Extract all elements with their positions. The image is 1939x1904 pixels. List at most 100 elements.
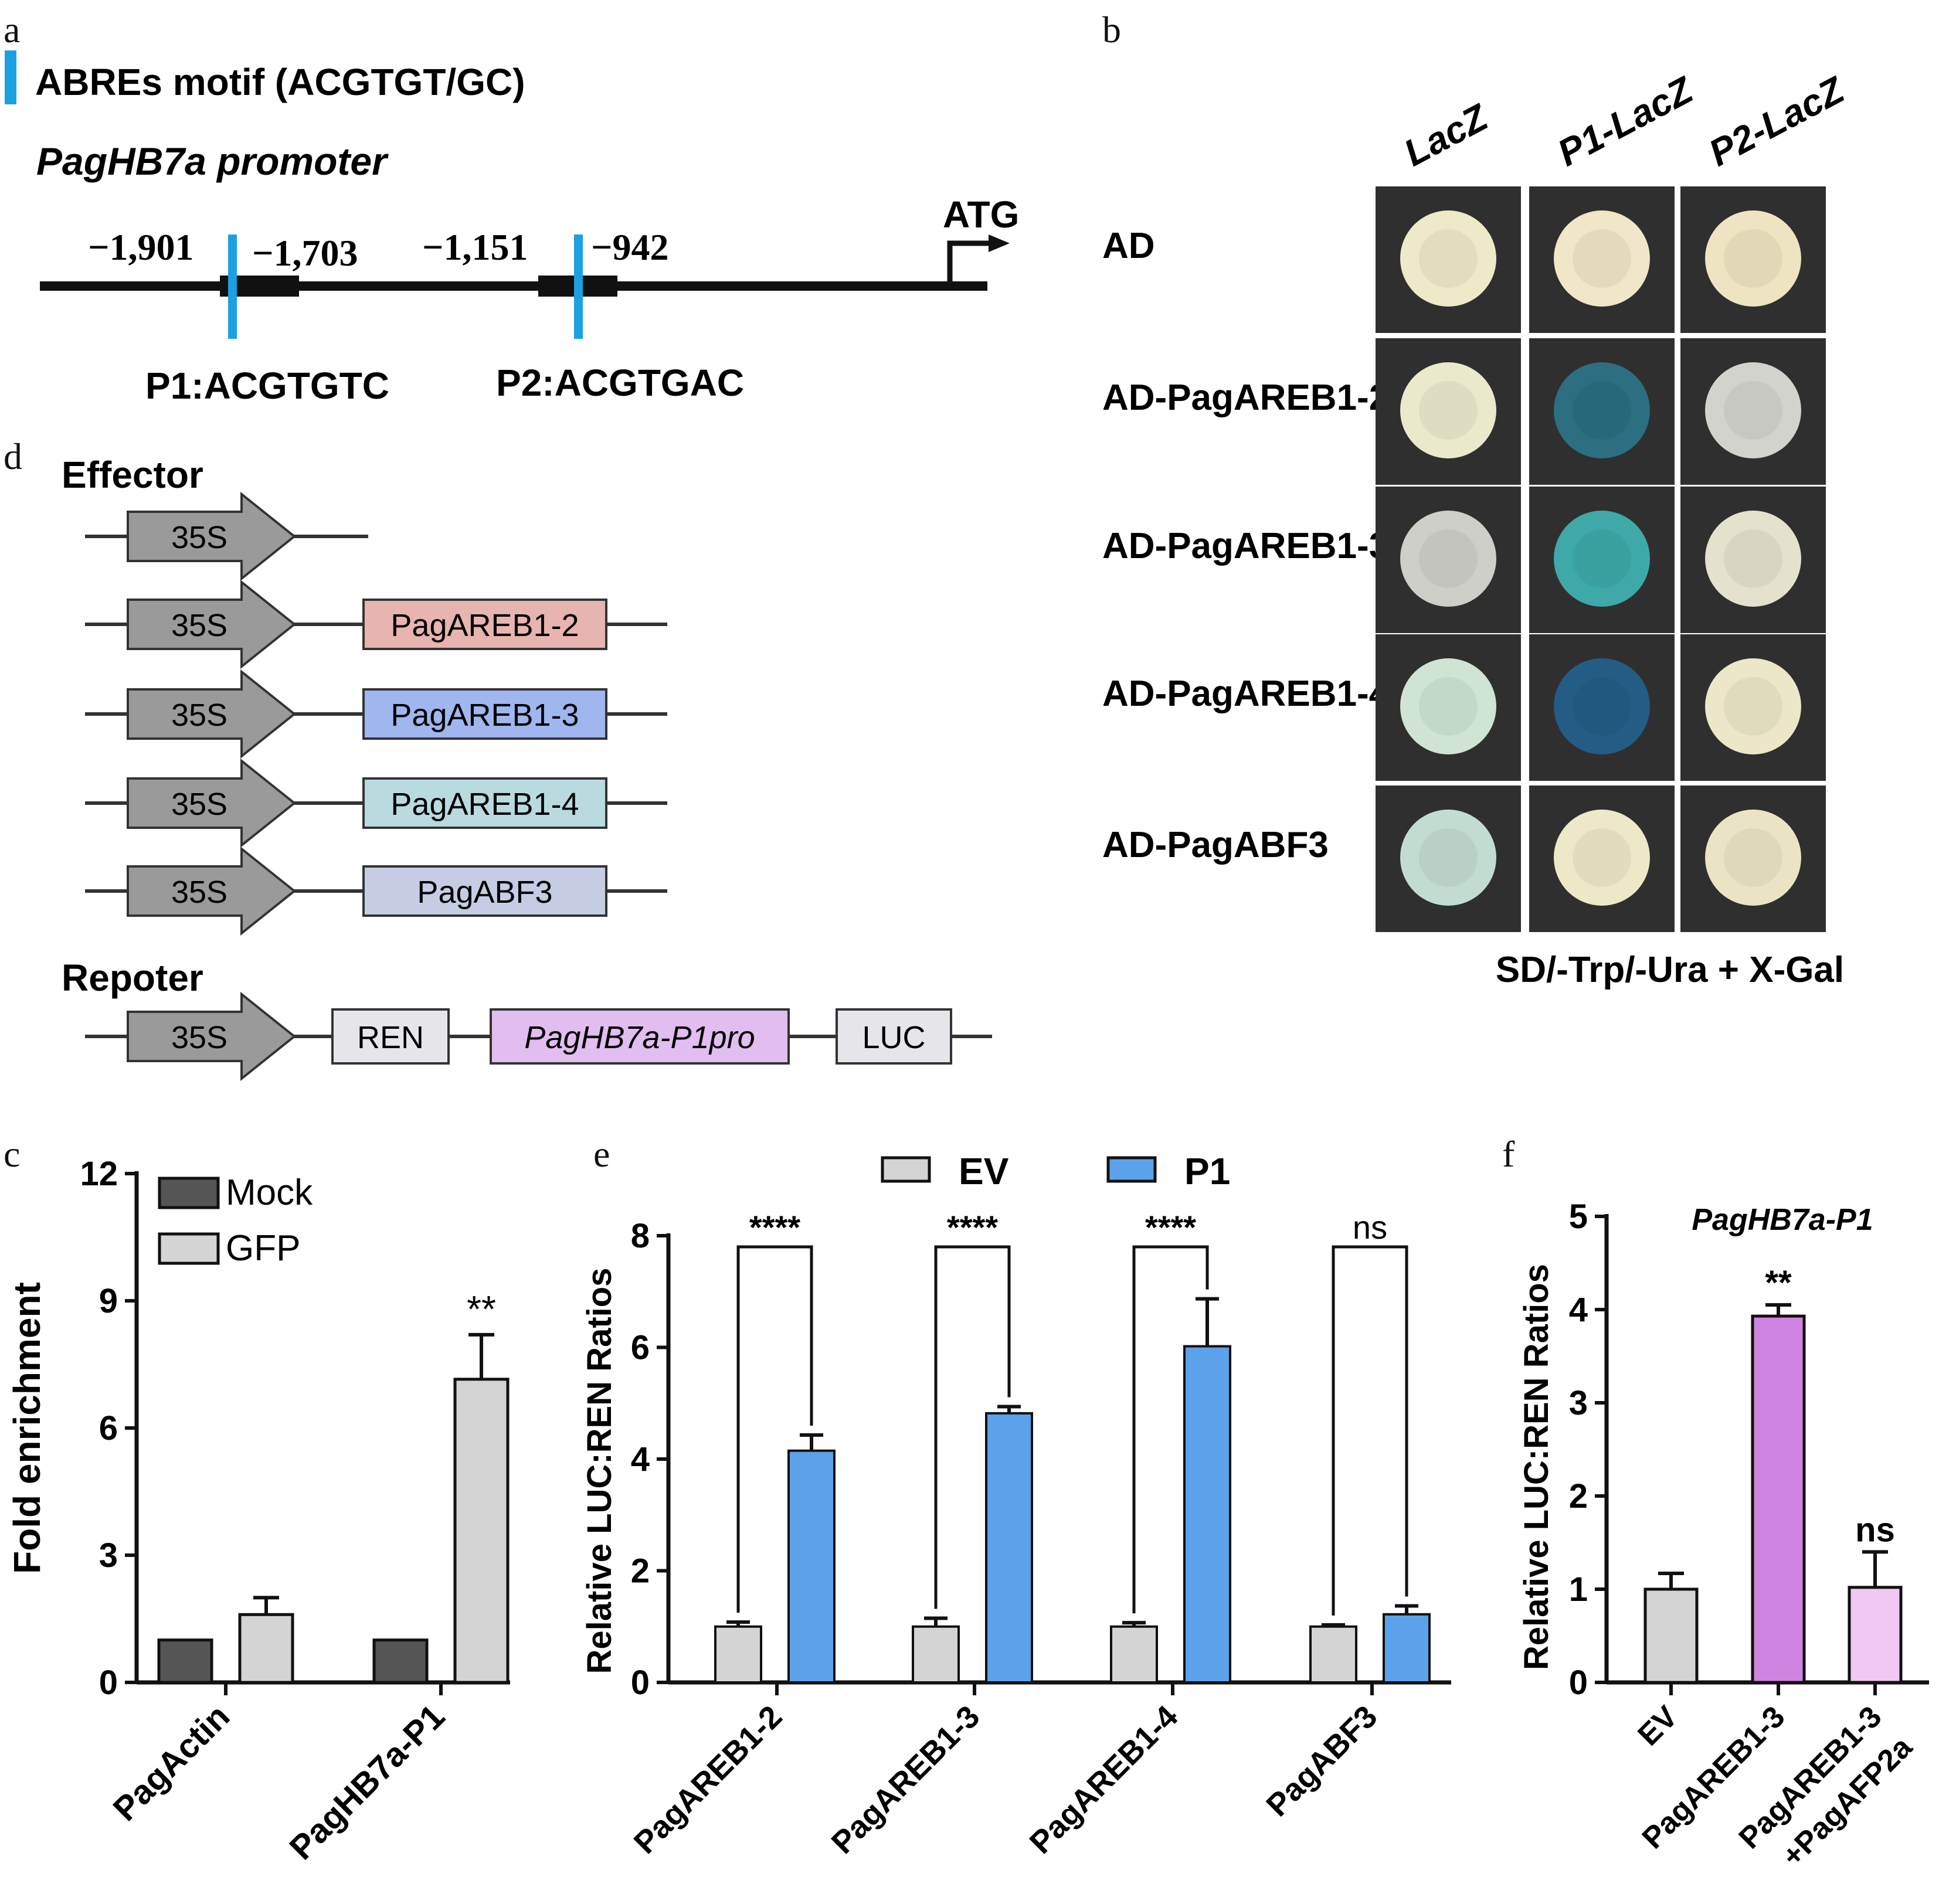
x-tick-label: EV — [1631, 1699, 1684, 1752]
significance-label: ** — [467, 1288, 496, 1330]
y-tick-label: 3 — [99, 1536, 118, 1575]
medium-label: SD/-Trp/-Ura + X-Gal — [1496, 950, 1844, 990]
yeast-spot-shade — [1419, 229, 1478, 288]
yeast-spot — [1400, 210, 1496, 307]
gene-box — [362, 688, 607, 740]
bar — [1309, 1625, 1357, 1684]
panel-letter-c: c — [4, 1133, 20, 1175]
yeast-plate-grid — [1376, 186, 1826, 932]
row-label: AD-PagAREB1-2 — [1102, 378, 1389, 418]
gene-box — [362, 865, 607, 917]
yeast-spot-shade — [1573, 677, 1631, 736]
yeast-spot-shade — [1724, 529, 1782, 588]
yeast-spot-shade — [1419, 677, 1478, 736]
position-label: −942 — [591, 226, 668, 268]
bar — [1183, 1345, 1231, 1684]
panel-a: a ABREs motif (ACGTGT/GC) PagHB7a promot… — [4, 9, 1019, 407]
reporter-part-label: PagHB7a-P1pro — [524, 1020, 755, 1055]
reporter-part-box — [331, 1008, 450, 1065]
bar — [1383, 1613, 1431, 1684]
gene-label: PagABF3 — [417, 875, 552, 910]
promoter-label: 35S — [171, 875, 227, 910]
reporter-part-box — [836, 1008, 952, 1065]
promoter-label: 35S — [171, 608, 227, 643]
yeast-spot — [1705, 511, 1801, 607]
bar — [1848, 1586, 1903, 1684]
column-header: P1-LacZ — [1551, 68, 1701, 175]
legend-label: P1 — [1184, 1150, 1230, 1192]
legend-label: EV — [959, 1150, 1009, 1192]
gene-label: PagAREB1-4 — [390, 787, 579, 822]
reporter-part-box — [490, 1008, 790, 1065]
legend-swatch — [158, 1232, 220, 1265]
abre-site-p2 — [574, 234, 583, 339]
significance-bracket — [934, 1245, 1011, 1609]
promoter-arrow-icon — [127, 669, 297, 759]
panel-letter-a: a — [4, 9, 20, 50]
promoter-label: 35S — [171, 787, 227, 822]
y-tick-label: 2 — [631, 1552, 650, 1590]
yeast-spot-shade — [1419, 828, 1478, 887]
y-tick-label: 8 — [631, 1217, 650, 1255]
legend-label: GFP — [226, 1228, 300, 1269]
position-label: −1,901 — [88, 226, 193, 268]
significance-label: ** — [1765, 1264, 1792, 1302]
promoter-arrow-icon — [127, 579, 297, 669]
y-tick-label: 5 — [1569, 1198, 1588, 1236]
yeast-spot-shade — [1724, 381, 1782, 440]
gene-label: PagAREB1-2 — [390, 608, 579, 643]
panel-letter-e: e — [593, 1133, 610, 1175]
row-label: AD-PagAREB1-4 — [1102, 674, 1390, 714]
y-tick-label: 4 — [1569, 1291, 1588, 1329]
promoter-label: 35S — [171, 520, 227, 555]
significance-bracket — [1332, 1245, 1408, 1616]
row-label: AD-PagAREB1-3 — [1102, 526, 1389, 566]
yeast-spot — [1554, 362, 1650, 458]
x-tick-label: PagABF3 — [1259, 1699, 1384, 1823]
yeast-spot — [1554, 810, 1650, 906]
reporter-label: Repoter — [62, 957, 203, 999]
atg-label: ATG — [943, 193, 1019, 236]
yeast-spot — [1705, 362, 1801, 458]
yeast-spot — [1554, 511, 1650, 607]
y-tick-label: 6 — [631, 1329, 650, 1367]
y-tick-label: 12 — [80, 1155, 118, 1193]
reporter-part-label: LUC — [862, 1020, 925, 1055]
y-tick-label: 0 — [631, 1664, 650, 1702]
significance-label: ns — [1855, 1511, 1895, 1549]
yeast-spot — [1400, 362, 1496, 458]
yeast-spot-shade — [1419, 529, 1478, 588]
bar — [157, 1638, 213, 1684]
effector-label: Effector — [62, 454, 203, 496]
bar — [787, 1449, 836, 1684]
x-tick-label: PagHB7a-P1 — [282, 1697, 452, 1867]
y-tick-label: 3 — [1569, 1384, 1588, 1422]
y-axis-label: Relative LUC:REN Ratios — [1517, 1264, 1556, 1670]
yeast-spot-shade — [1573, 828, 1631, 887]
yeast-spot-shade — [1573, 229, 1631, 288]
tss-arrow-icon — [947, 234, 1010, 286]
y-tick-label: 2 — [1569, 1477, 1588, 1515]
significance-label: **** — [749, 1209, 800, 1246]
yeast-spot-shade — [1573, 529, 1631, 588]
yeast-spot-shade — [1724, 677, 1782, 736]
yeast-spot — [1705, 658, 1801, 754]
promoter-title: PagHB7a promoter — [36, 140, 389, 183]
yeast-spot-shade — [1419, 381, 1478, 440]
yeast-spot — [1554, 658, 1650, 754]
abre-legend-swatch — [5, 50, 16, 104]
bar — [372, 1638, 429, 1684]
x-tick-label: PagAREB1-3 — [825, 1699, 987, 1861]
yeast-spot — [1554, 210, 1650, 307]
yeast-spot — [1705, 810, 1801, 906]
yeast-spot — [1400, 511, 1496, 607]
legend-swatch — [1106, 1156, 1157, 1183]
column-header: P2-LacZ — [1702, 68, 1852, 175]
yeast-spot-shade — [1724, 229, 1782, 288]
